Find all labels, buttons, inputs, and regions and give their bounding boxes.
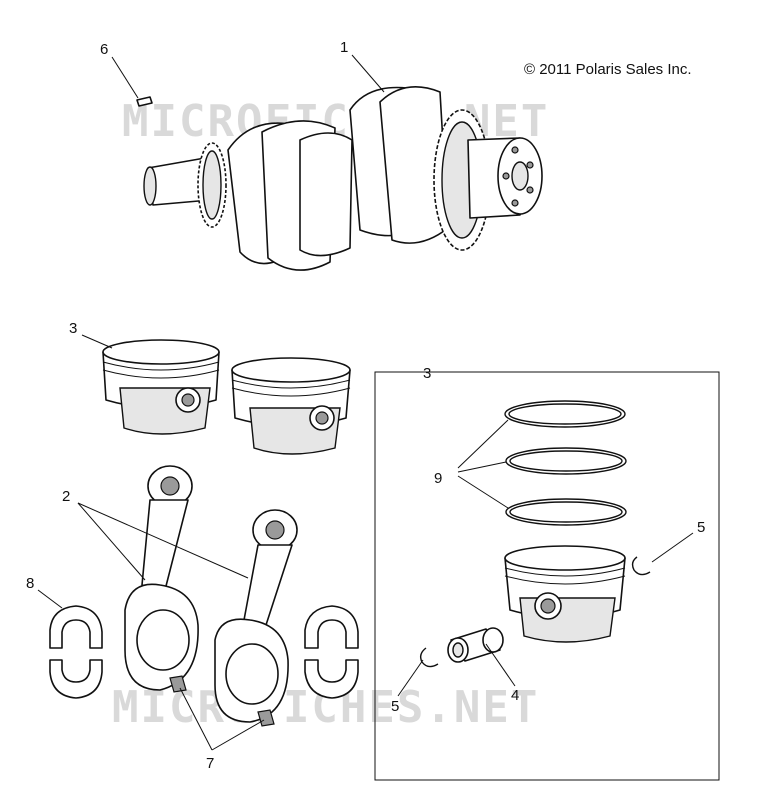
piston-rings[interactable] bbox=[504, 400, 627, 526]
callout-5-right: 5 bbox=[697, 519, 705, 536]
leader-lines bbox=[37, 54, 694, 751]
callout-2: 2 bbox=[62, 488, 70, 505]
conrod-left[interactable] bbox=[124, 465, 199, 693]
crankshaft[interactable] bbox=[143, 86, 543, 271]
piston-right[interactable] bbox=[231, 357, 351, 455]
circlip-left[interactable] bbox=[419, 647, 439, 668]
bearing-shell-left[interactable] bbox=[49, 605, 103, 699]
callout-4: 4 bbox=[511, 687, 519, 704]
callout-3-kit: 3 bbox=[423, 365, 431, 382]
piston-left[interactable] bbox=[102, 339, 220, 435]
piston-kit-piston[interactable] bbox=[504, 545, 626, 643]
callout-1: 1 bbox=[340, 39, 348, 56]
callout-6: 6 bbox=[100, 41, 108, 58]
callout-9: 9 bbox=[434, 470, 442, 487]
bearing-shell-right[interactable] bbox=[304, 605, 359, 699]
woodruff-key[interactable] bbox=[136, 96, 153, 107]
callout-7: 7 bbox=[206, 755, 214, 772]
callout-3-pistons: 3 bbox=[69, 320, 77, 337]
conrod-right[interactable] bbox=[214, 509, 298, 727]
callout-5-left: 5 bbox=[391, 698, 399, 715]
piston-kit-frame bbox=[374, 371, 720, 781]
callout-8: 8 bbox=[26, 575, 34, 592]
copyright-notice: © 2011 Polaris Sales Inc. bbox=[524, 61, 692, 78]
piston-pin[interactable] bbox=[447, 627, 504, 663]
circlip-right[interactable] bbox=[631, 556, 651, 576]
